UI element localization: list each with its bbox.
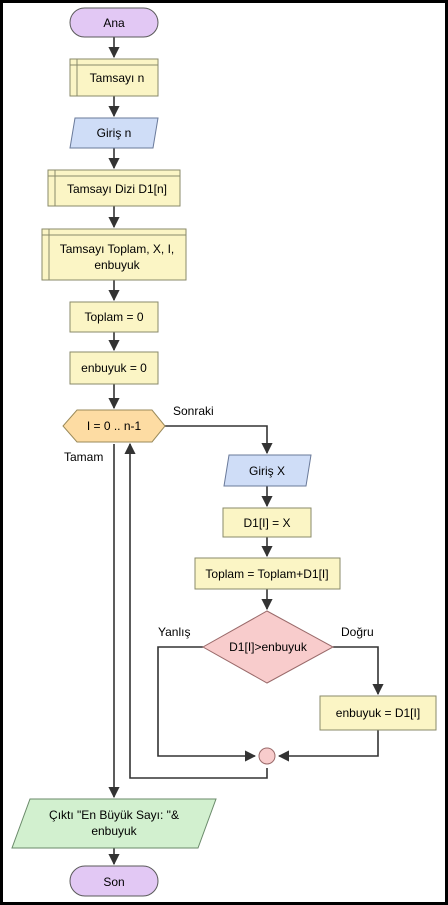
- node-loop-label: I = 0 .. n-1: [87, 419, 142, 433]
- arrow-loop-back: [124, 442, 268, 779]
- node-decl-array[interactable]: Tamsayı Dizi D1[n]: [47, 169, 181, 207]
- node-assign-enbuyuk[interactable]: enbuyuk = 0: [69, 351, 159, 385]
- node-assign-toplam-label: Toplam = 0: [84, 310, 143, 324]
- arrow-decision-true: [333, 646, 384, 696]
- label-true: Doğru: [341, 625, 374, 639]
- node-assign-d1[interactable]: D1[I] = X: [222, 507, 312, 538]
- node-decl-vars-line1: Tamsayı Toplam, X, I,: [60, 242, 175, 256]
- label-done: Tamam: [64, 450, 103, 464]
- node-output-line2: enbuyuk: [91, 824, 137, 838]
- node-input-n-label: Giriş n: [97, 126, 132, 140]
- merge-connector: [258, 747, 276, 765]
- node-start-label: Ana: [103, 16, 125, 30]
- flow-lines: [108, 37, 384, 866]
- node-assign-d1-label: D1[I] = X: [243, 516, 290, 530]
- node-end[interactable]: Son: [69, 865, 159, 897]
- node-assign-max-label: enbuyuk = D1[I]: [336, 706, 420, 720]
- node-loop[interactable]: I = 0 .. n-1: [62, 409, 166, 443]
- node-output-line1: Çıktı "En Büyük Sayı: "&: [49, 808, 179, 822]
- node-assign-max[interactable]: enbuyuk = D1[I]: [319, 695, 437, 731]
- node-decision-label: D1[I]>enbuyuk: [229, 640, 308, 654]
- node-decl-vars-line2: enbuyuk: [94, 258, 140, 272]
- node-assign-enbuyuk-label: enbuyuk = 0: [81, 361, 147, 375]
- node-input-x-label: Giriş X: [249, 464, 285, 478]
- node-decl-vars[interactable]: Tamsayı Toplam, X, I, enbuyuk: [41, 228, 187, 281]
- node-assign-sum-label: Toplam = Toplam+D1[I]: [205, 567, 328, 581]
- label-next: Sonraki: [173, 404, 214, 418]
- node-decl-n[interactable]: Tamsayı n: [69, 58, 159, 97]
- node-start[interactable]: Ana: [69, 7, 159, 38]
- node-end-label: Son: [103, 875, 124, 889]
- flowchart: Sonraki Tamam Yanlış Doğru Ana Tamsayı n…: [11, 7, 437, 897]
- node-output[interactable]: Çıktı "En Büyük Sayı: "& enbuyuk: [11, 798, 217, 849]
- arrow-loop-next: [165, 425, 273, 455]
- arrow-max-merge: [277, 730, 379, 762]
- node-assign-sum[interactable]: Toplam = Toplam+D1[I]: [194, 557, 341, 590]
- flowchart-canvas: Sonraki Tamam Yanlış Doğru Ana Tamsayı n…: [3, 3, 445, 902]
- node-decl-n-label: Tamsayı n: [90, 71, 145, 85]
- arrow-decision-false: [157, 646, 257, 762]
- node-assign-toplam[interactable]: Toplam = 0: [69, 301, 159, 333]
- label-false: Yanlış: [158, 625, 190, 639]
- node-decision[interactable]: D1[I]>enbuyuk: [201, 610, 335, 684]
- node-decl-array-label: Tamsayı Dizi D1[n]: [67, 182, 167, 196]
- node-input-x[interactable]: Giriş X: [223, 454, 312, 487]
- node-input-n[interactable]: Giriş n: [69, 117, 159, 149]
